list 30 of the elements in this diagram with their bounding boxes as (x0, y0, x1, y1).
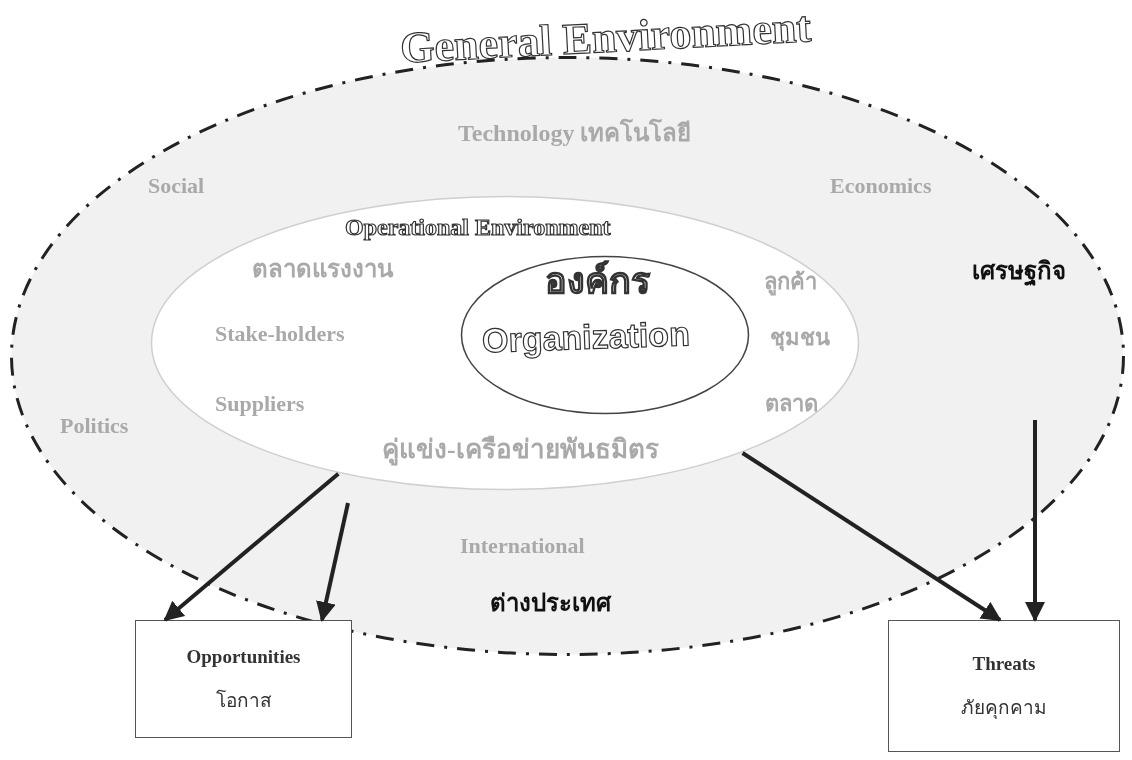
arrow (1025, 420, 1045, 622)
arrow (316, 502, 350, 622)
label: Suppliers (215, 390, 305, 418)
box-subtitle: โอกาส (215, 688, 272, 713)
box-title: Opportunities (186, 644, 301, 669)
label: ลูกค้า (764, 268, 817, 296)
heading: Organization (481, 313, 691, 362)
label: ต่างประเทศ (490, 588, 611, 618)
label: International (460, 532, 585, 560)
outcome-box (888, 620, 1120, 752)
environment-ellipse (460, 255, 750, 415)
heading: องค์กร (545, 259, 650, 303)
outcome-box (135, 620, 352, 738)
box-title: Threats (972, 651, 1036, 676)
label: ตลาดแรงงาน (252, 255, 393, 284)
label: Technology เทคโนโลยี (458, 118, 692, 148)
label: Politics (60, 412, 129, 440)
environment-ellipse (150, 195, 860, 491)
label: เศรษฐกิจ (972, 256, 1066, 286)
label: ชุมชน (770, 324, 830, 352)
label: Stake-holders (215, 320, 345, 348)
label: Economics (830, 172, 932, 200)
arrow (163, 472, 340, 622)
label: ตลาด (765, 390, 818, 418)
label: Social (148, 172, 205, 200)
label: คู่แข่ง-เครือข่ายพันธมิตร (382, 434, 659, 467)
box-subtitle: ภัยคุกคาม (961, 696, 1047, 721)
arrow (741, 451, 1002, 622)
heading: Operational Environment (345, 213, 611, 242)
heading: General Environment (398, 1, 813, 75)
